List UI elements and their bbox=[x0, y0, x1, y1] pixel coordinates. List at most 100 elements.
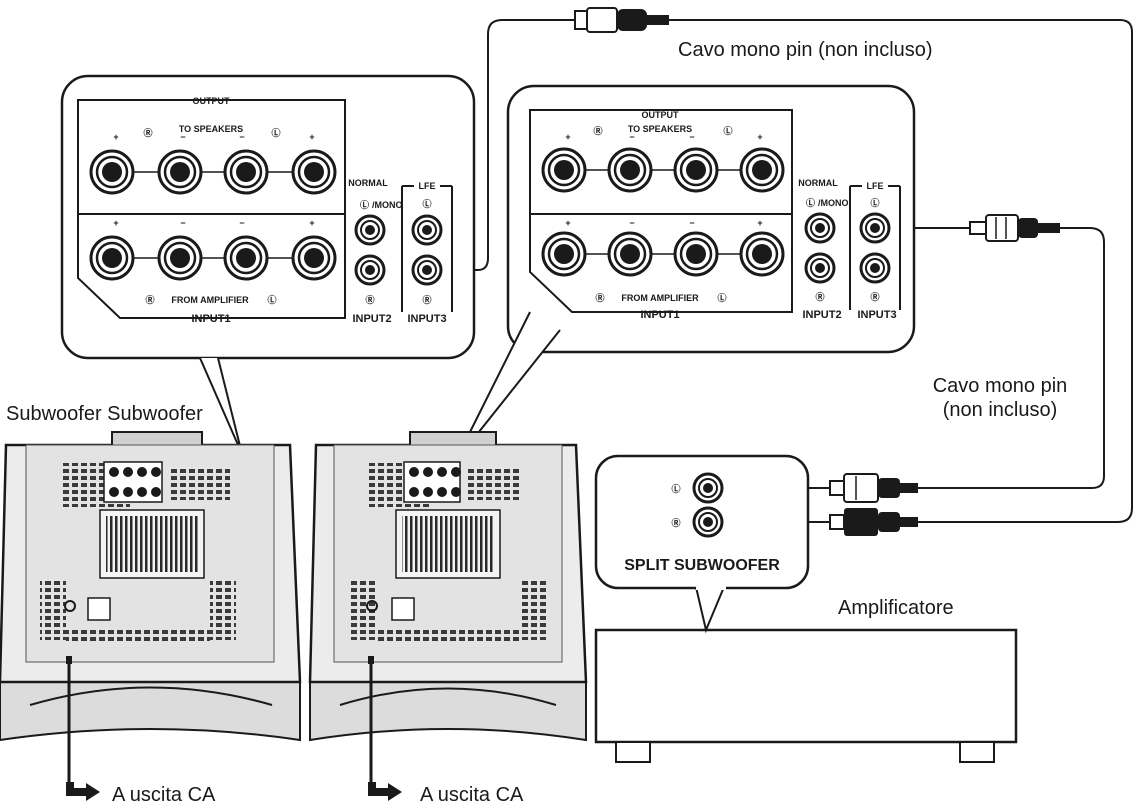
ac-arrow-icon bbox=[66, 782, 100, 801]
sign-minus: − bbox=[180, 218, 185, 228]
label-input1: INPUT1 bbox=[191, 313, 230, 325]
subwoofer-right bbox=[308, 431, 588, 796]
label-input1: INPUT1 bbox=[640, 309, 679, 321]
label-input2: INPUT2 bbox=[352, 313, 391, 325]
input3-l-jack bbox=[859, 212, 891, 244]
sign-plus: + bbox=[565, 132, 570, 142]
sign-minus: − bbox=[239, 218, 244, 228]
panel-left: OUTPUT TO SPEAKERS + − − + Ⓡ Ⓛ + − − + Ⓡ… bbox=[60, 74, 476, 455]
mark-l: Ⓛ bbox=[360, 199, 369, 210]
label-output: OUTPUT bbox=[642, 110, 680, 120]
sign-plus: + bbox=[757, 218, 762, 228]
mark-l: Ⓛ bbox=[723, 125, 732, 136]
amp-sub-l-jack bbox=[692, 472, 724, 504]
label-ac-outlet-2: A uscita CA bbox=[420, 784, 524, 806]
label-from-amplifier: FROM AMPLIFIER bbox=[621, 293, 699, 303]
mark-l: Ⓛ bbox=[870, 197, 879, 208]
ac-arrow-icon bbox=[368, 782, 402, 801]
label-cable-top: Cavo mono pin (non incluso) bbox=[678, 39, 933, 61]
sign-plus: + bbox=[113, 218, 118, 228]
input2-r-jack bbox=[804, 252, 836, 284]
amp-sub-r-jack bbox=[692, 506, 724, 538]
amp-terminal bbox=[541, 231, 587, 277]
mark-r: Ⓡ bbox=[143, 127, 152, 138]
speaker-terminal bbox=[223, 149, 269, 195]
sign-plus: + bbox=[309, 132, 314, 142]
label-from-amplifier: FROM AMPLIFIER bbox=[171, 295, 249, 305]
input3-r-jack bbox=[859, 252, 891, 284]
mark-r: Ⓡ bbox=[593, 125, 602, 136]
amp-terminal bbox=[89, 235, 135, 281]
sign-minus: − bbox=[180, 132, 185, 142]
sign-plus: + bbox=[565, 218, 570, 228]
mark-r: Ⓡ bbox=[870, 291, 879, 302]
mark-r: Ⓡ bbox=[422, 294, 431, 305]
speaker-terminal bbox=[673, 147, 719, 193]
sign-plus: + bbox=[113, 132, 118, 142]
mark-l: Ⓛ bbox=[267, 294, 276, 305]
mark-r: Ⓡ bbox=[815, 291, 824, 302]
amp-terminal bbox=[673, 231, 719, 277]
mark-r: Ⓡ bbox=[145, 294, 154, 305]
label-to-speakers: TO SPEAKERS bbox=[628, 124, 692, 134]
panel-right: OUTPUT TO SPEAKERS + − − + Ⓡ Ⓛ + − − + Ⓡ… bbox=[454, 84, 916, 463]
label-lfe: LFE bbox=[419, 181, 436, 191]
amp-terminal bbox=[739, 231, 785, 277]
label-to-speakers: TO SPEAKERS bbox=[179, 124, 243, 134]
plug-right bbox=[969, 214, 1060, 242]
label-input3: INPUT3 bbox=[857, 309, 896, 321]
cable-top bbox=[430, 19, 575, 271]
mark-l: Ⓛ bbox=[671, 483, 680, 494]
label-subwoofer: Subwoofer Subwoofer bbox=[6, 403, 203, 425]
label-output: OUTPUT bbox=[193, 96, 231, 106]
sign-minus: − bbox=[629, 132, 634, 142]
mark-l: Ⓛ bbox=[717, 292, 726, 303]
label-amplifier: Amplificatore bbox=[838, 597, 954, 619]
sign-plus: + bbox=[309, 218, 314, 228]
sign-minus: − bbox=[239, 132, 244, 142]
label-normal: NORMAL bbox=[348, 178, 388, 188]
sign-minus: − bbox=[629, 218, 634, 228]
cable-right-long bbox=[918, 227, 1105, 489]
input2-l-jack bbox=[804, 212, 836, 244]
mark-r: Ⓡ bbox=[595, 292, 604, 303]
amplifier bbox=[594, 628, 1018, 763]
sign-plus: + bbox=[757, 132, 762, 142]
label-cable-right-2: (non incluso) bbox=[943, 399, 1058, 421]
mark-l: Ⓛ bbox=[271, 127, 280, 138]
input2-r-jack bbox=[354, 254, 386, 286]
label-mono: /MONO bbox=[372, 200, 403, 210]
amp-terminal bbox=[157, 235, 203, 281]
input2-l-jack bbox=[354, 214, 386, 246]
plug-top bbox=[574, 7, 669, 33]
label-cable-right-1: Cavo mono pin bbox=[933, 375, 1068, 397]
label-input2: INPUT2 bbox=[802, 309, 841, 321]
mark-r: Ⓡ bbox=[671, 517, 680, 528]
speaker-terminal bbox=[157, 149, 203, 195]
mark-l: Ⓛ bbox=[806, 197, 815, 208]
input3-r-jack bbox=[411, 254, 443, 286]
label-split-subwoofer: SPLIT SUBWOOFER bbox=[624, 557, 780, 574]
label-normal: NORMAL bbox=[798, 178, 838, 188]
subwoofer-left bbox=[0, 431, 302, 796]
speaker-terminal bbox=[607, 147, 653, 193]
cable-top-right bbox=[668, 19, 1133, 523]
mark-l: Ⓛ bbox=[422, 198, 431, 209]
speaker-terminal bbox=[89, 149, 135, 195]
label-mono: /MONO bbox=[818, 198, 849, 208]
label-input3: INPUT3 bbox=[407, 313, 446, 325]
amp-terminal bbox=[607, 231, 653, 277]
speaker-terminal bbox=[291, 149, 337, 195]
speaker-terminal bbox=[739, 147, 785, 193]
mark-r: Ⓡ bbox=[365, 294, 374, 305]
input3-l-jack bbox=[411, 214, 443, 246]
split-subwoofer-callout: Ⓛ Ⓡ SPLIT SUBWOOFER bbox=[594, 454, 810, 634]
amp-terminal bbox=[291, 235, 337, 281]
label-lfe: LFE bbox=[867, 181, 884, 191]
speaker-terminal bbox=[541, 147, 587, 193]
label-ac-outlet-1: A uscita CA bbox=[112, 784, 216, 806]
sign-minus: − bbox=[689, 218, 694, 228]
amp-terminal bbox=[223, 235, 269, 281]
sign-minus: − bbox=[689, 132, 694, 142]
